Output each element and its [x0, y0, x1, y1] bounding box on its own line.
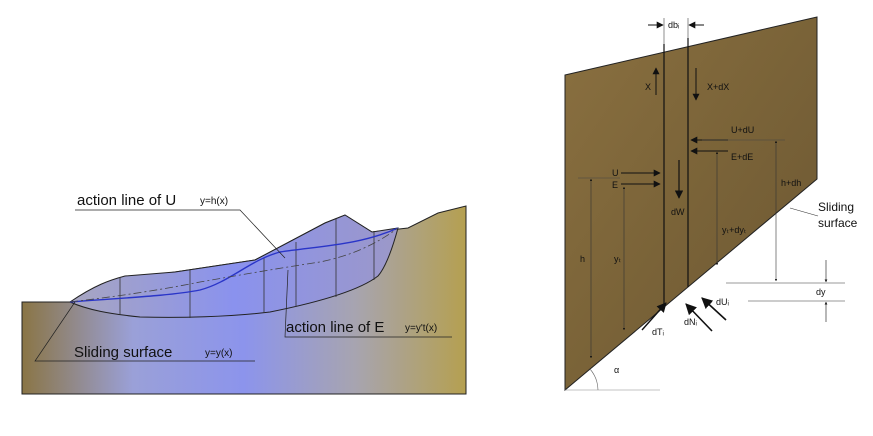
label-e: E	[612, 180, 618, 190]
action-line-e-curve	[69, 227, 399, 303]
action-line-u-curve	[69, 227, 399, 303]
label-sliding-line2: surface	[818, 216, 858, 230]
label-dti: dTᵢ	[652, 327, 664, 337]
label-dni: dNᵢ	[684, 317, 697, 327]
label-sliding-surface: Sliding surface	[74, 344, 172, 361]
label-action-line-u: action line of U	[77, 192, 176, 209]
label-dy: dy	[816, 287, 826, 297]
label-alpha: α	[614, 365, 619, 375]
label-db: dbᵢ	[668, 20, 679, 30]
label-h-dh: h+dh	[781, 178, 801, 188]
label-action-line-e: action line of E	[286, 319, 384, 336]
eq-action-line-u: y=h(x)	[200, 196, 228, 207]
label-dui: dUᵢ	[716, 297, 729, 307]
label-u: U	[612, 168, 619, 178]
label-dw: dW	[671, 207, 685, 217]
left-slope-figure: action line of U y=h(x) action line of E…	[21, 192, 467, 395]
label-yt: yₜ	[614, 254, 622, 264]
label-sliding-line1: Sliding	[818, 200, 854, 214]
eq-action-line-e: y=y't(x)	[405, 323, 437, 334]
label-x-dx: X+dX	[707, 82, 729, 92]
slice-lines	[119, 219, 375, 318]
right-slice-figure: dbᵢ X X+dX U+dU E+dE U E dW yₜ+dyₜ h+dh …	[564, 16, 858, 392]
eq-sliding-surface: y=y(x)	[205, 348, 233, 359]
sliding-mass	[68, 214, 399, 318]
slice-body	[564, 16, 818, 392]
label-yt-dyt: yₜ+dyₜ	[722, 225, 747, 235]
label-h: h	[580, 254, 585, 264]
label-e-de: E+dE	[731, 152, 753, 162]
label-x: X	[645, 82, 651, 92]
label-u-du: U+dU	[731, 125, 754, 135]
